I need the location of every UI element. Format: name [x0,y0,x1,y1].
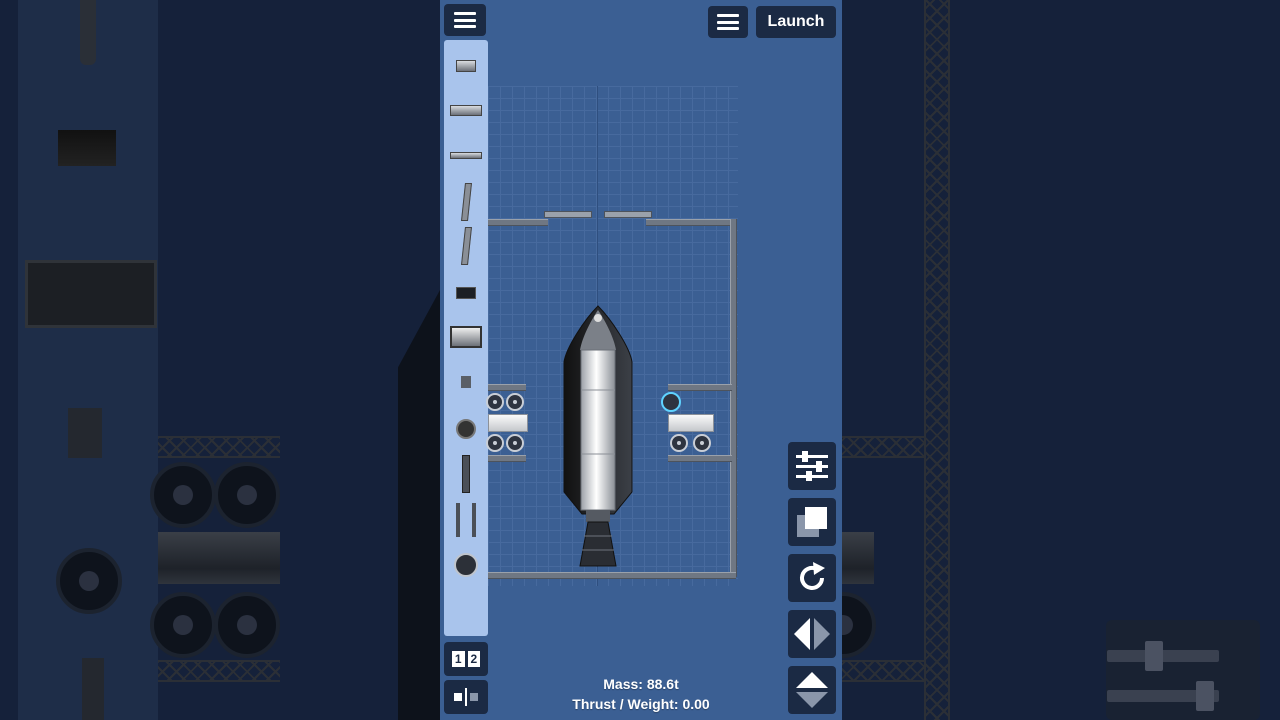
clamp-arm-left [544,211,592,218]
bg-truss-h4 [840,660,924,682]
mass-readout: Mass: 88.6t [603,676,679,692]
left-cart-body[interactable] [488,414,528,432]
clamp-arm-right [604,211,652,218]
stage-1-badge: 1 [451,651,465,667]
bg-tuning-bar-1 [1107,650,1219,662]
flip-vertical-button[interactable] [788,666,836,714]
bg-cylinder [25,260,157,328]
left-cart-wheel-1[interactable] [486,393,504,411]
launch-button[interactable]: Launch [756,6,836,38]
bg-truss-h3 [840,436,924,458]
symmetry-toggle-button[interactable] [444,680,488,714]
bg-pipe [80,0,96,65]
flip-vertical-icon [796,672,828,708]
part-thin-plate[interactable] [450,150,482,160]
bg-thruster [68,408,102,458]
parts-menu-button[interactable] [444,4,486,36]
bg-block [58,130,116,166]
clone-button[interactable] [788,498,836,546]
background-right [840,0,1280,720]
bg-wheel-5 [840,592,876,658]
frame-top-right [646,219,736,226]
left-cart-wheel-4[interactable] [506,434,524,452]
stage-2-badge: 2 [467,651,481,667]
bg-cart-body-right [840,532,874,584]
part-strut-arm-2[interactable] [450,226,482,266]
part-small-fuel-tank[interactable] [450,58,482,74]
frame-right-upright [730,219,737,577]
frame-top-left [488,219,548,226]
stage-toggle-button[interactable]: 1 2 [444,642,488,676]
hamburger-icon [717,14,739,30]
right-cart-wheel-2[interactable] [693,434,711,452]
left-cart-wheel-3[interactable] [486,434,504,452]
symmetry-icon [452,688,480,706]
flip-horizontal-button[interactable] [788,610,836,658]
part-large-wheel[interactable] [450,550,482,580]
bg-truss-h1 [158,436,280,458]
background-left [0,0,440,720]
part-piston[interactable] [450,454,482,494]
left-cart-bottom-truss [488,455,526,462]
left-cart-wheel-2[interactable] [506,393,524,411]
bg-post [82,658,104,720]
main-menu-button[interactable] [708,6,748,38]
sliders-icon [796,451,828,481]
bg-cart-body [158,532,280,584]
part-hinge[interactable] [450,500,482,540]
right-cart-wheel-1[interactable] [670,434,688,452]
rotate-button[interactable] [788,554,836,602]
part-gear[interactable] [450,418,482,440]
bg-wheel-2 [214,462,280,528]
right-cart-top-truss [668,384,732,391]
bg-wheel-4 [214,592,280,658]
tuning-button[interactable] [788,442,836,490]
thrust-weight-readout: Thrust / Weight: 0.00 [572,696,710,712]
rocket-craft[interactable] [562,304,634,574]
part-strut-arm-1[interactable] [450,182,482,222]
part-small-thruster[interactable] [450,374,482,390]
bg-truss-v [924,0,950,720]
duplicate-icon [797,507,827,537]
designer-workspace[interactable]: Launch [440,0,842,720]
bg-tuning-bar-2 [1107,690,1219,702]
bg-tuning-knob-2 [1196,681,1214,711]
part-wide-fuel-tank[interactable] [450,102,482,118]
bg-wheel-3 [150,592,216,658]
parts-panel[interactable] [444,40,488,636]
bg-tuning-knob-1 [1145,641,1163,671]
bg-tuning-icon [1106,620,1260,720]
flip-horizontal-icon [794,618,830,650]
selected-part-indicator[interactable] [661,392,681,412]
right-cart-body[interactable] [668,414,714,432]
bg-wheel-1 [150,462,216,528]
bg-truss-h2 [158,660,280,682]
part-large-cylinder[interactable] [450,326,482,348]
right-cart-bottom-truss [668,455,732,462]
hamburger-icon [454,12,476,28]
frame-bottom [488,572,736,579]
rotate-icon [800,562,825,590]
part-small-dark-block[interactable] [450,286,482,300]
left-cart-top-truss [488,384,526,391]
bg-gear [56,548,122,614]
bg-rocket-edge [398,290,440,720]
